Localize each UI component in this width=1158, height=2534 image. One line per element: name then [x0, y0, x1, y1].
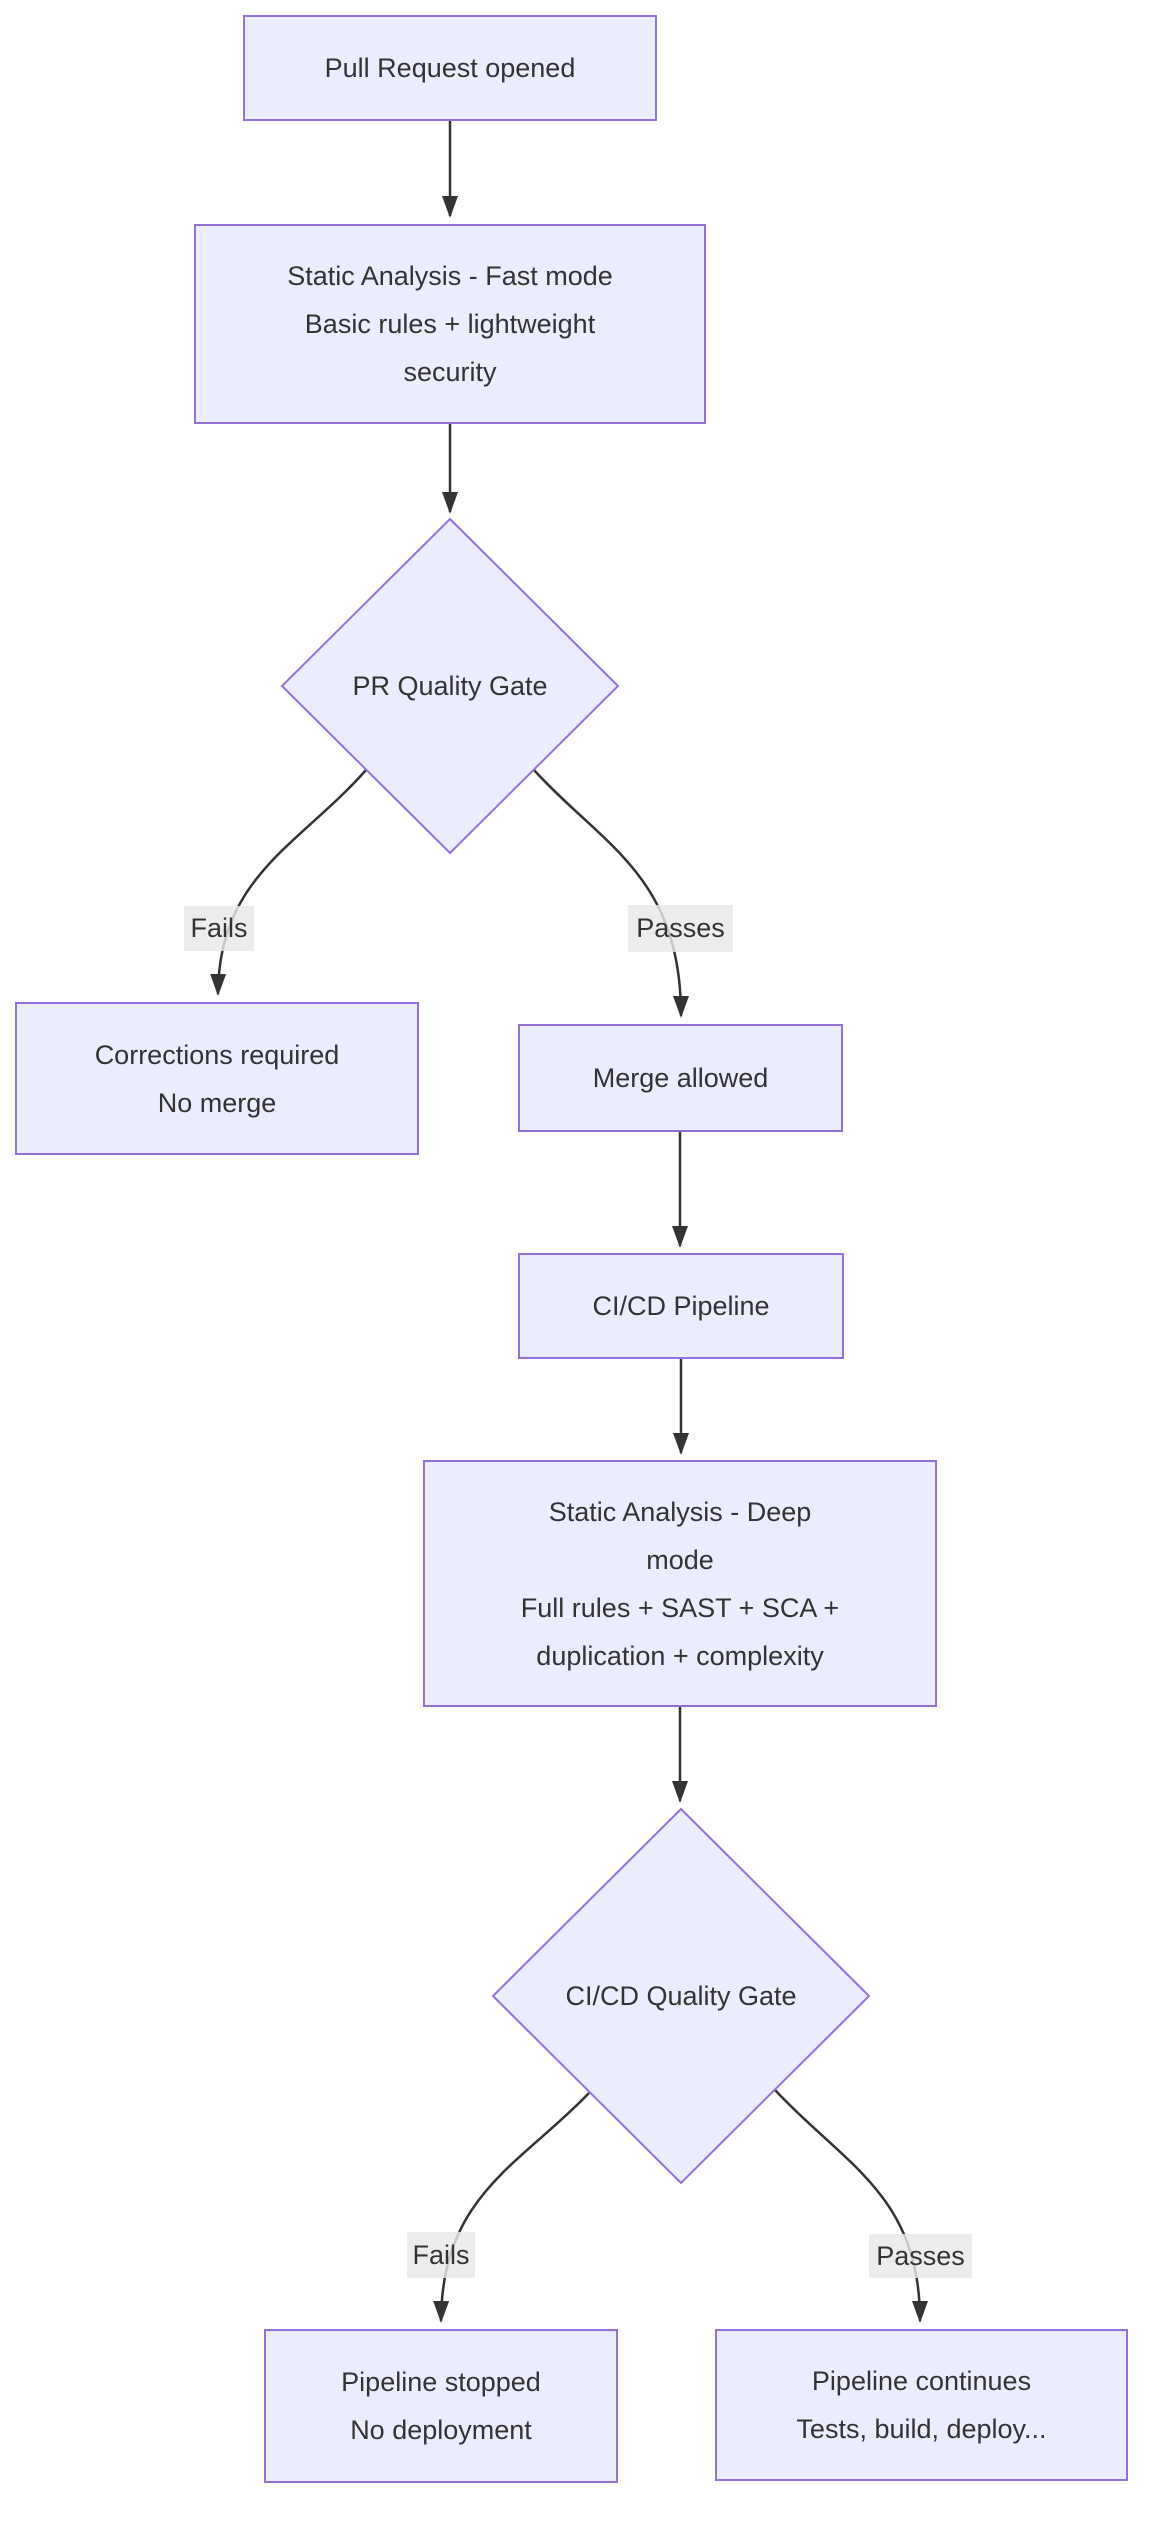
edge-label-cicd-gate-fails: Fails: [407, 2232, 475, 2278]
node-label: Static Analysis - Fast mode: [287, 261, 613, 291]
node-label: Basic rules + lightweight: [304, 309, 596, 339]
node-static-analysis-deep: Static Analysis - Deep mode Full rules +…: [423, 1460, 937, 1707]
edge-label-text: Fails: [412, 2239, 470, 2270]
node-label: Static Analysis - Deep: [548, 1496, 812, 1527]
node-label: duplication + complexity: [536, 1640, 824, 1671]
node-label: Merge allowed: [592, 1063, 769, 1093]
node-label: No merge: [157, 1087, 277, 1118]
edge-cicd-gate-fails: [433, 2092, 590, 2323]
diamond-shape-cicd-quality-gate: [491, 1807, 871, 2185]
edge-label-cicd-gate-passes: Passes: [869, 2234, 972, 2278]
node-pipeline-stopped: Pipeline stopped No deployment: [264, 2329, 618, 2483]
node-static-analysis-fast: Static Analysis - Fast mode Basic rules …: [194, 224, 706, 424]
node-pull-request-opened: Pull Request opened: [243, 15, 657, 121]
edge-cicd-gate-passes: [774, 2089, 928, 2323]
node-label: Full rules + SAST + SCA +: [520, 1592, 840, 1623]
node-corrections-required: Corrections required No merge: [15, 1002, 419, 1155]
edge-label-text: Passes: [636, 913, 725, 943]
node-label: Corrections required: [94, 1039, 340, 1070]
node-label: Tests, build, deploy...: [796, 2414, 1047, 2444]
edge-label-pr-gate-fails: Fails: [184, 906, 254, 951]
node-cicd-pipeline: CI/CD Pipeline: [518, 1253, 844, 1359]
node-label: security: [403, 357, 497, 387]
node-merge-allowed: Merge allowed: [518, 1024, 843, 1132]
node-label: No deployment: [350, 2415, 532, 2445]
edge-pr-gate-passes: [533, 769, 689, 1018]
node-label: Pipeline stopped: [341, 2367, 541, 2397]
edge-label-text: Passes: [876, 2240, 965, 2271]
node-label: Pull Request opened: [324, 53, 576, 83]
edge-label-text: Fails: [190, 913, 248, 943]
node-label: mode: [646, 1544, 714, 1575]
diamond-shape-pr-quality-gate: [280, 517, 620, 855]
edge-label-pr-gate-passes: Passes: [628, 905, 733, 952]
node-pipeline-continues: Pipeline continues Tests, build, deploy.…: [715, 2329, 1128, 2481]
node-label: Pipeline continues: [811, 2366, 1032, 2396]
node-label: CI/CD Pipeline: [592, 1291, 770, 1321]
edge-pr-gate-fails: [210, 769, 367, 996]
